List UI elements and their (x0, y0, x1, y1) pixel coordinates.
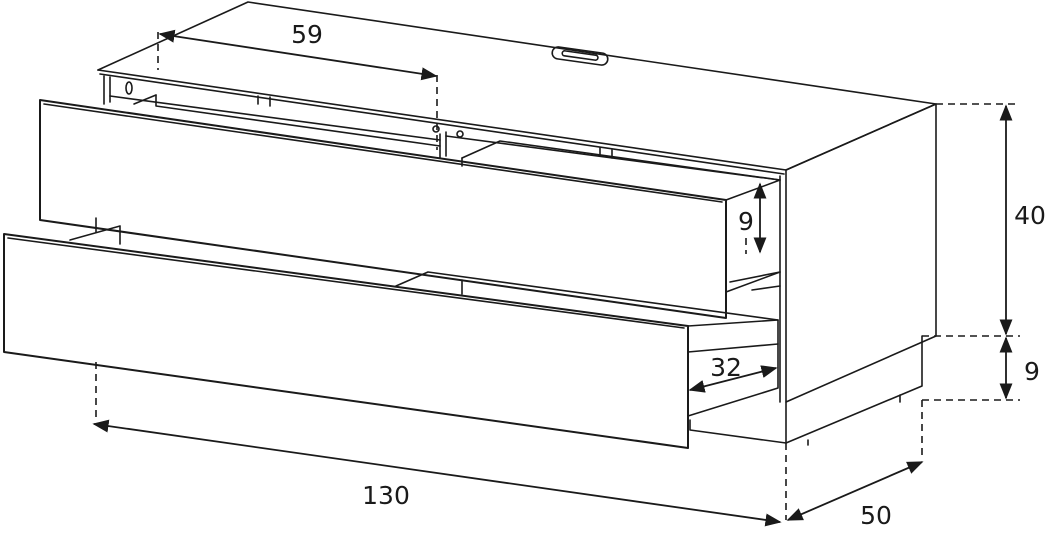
label-top-drawer-width: 59 (291, 20, 323, 49)
dimension-labels: 59 9 40 9 32 130 50 (291, 20, 1046, 530)
dimension-lines (92, 29, 1013, 527)
label-cabinet-height: 40 (1014, 201, 1046, 230)
label-plinth-height: 9 (1024, 357, 1040, 386)
cabinet-top (97, 1, 937, 175)
cable-outlet (551, 46, 609, 66)
width-130-dimension-line (92, 419, 782, 527)
cabinet-interior (103, 75, 781, 291)
lower-drawer (3, 225, 779, 449)
drawer-depth-dimension-line (688, 365, 778, 393)
cabinet-plinth (95, 217, 923, 446)
label-drawer-front-height: 9 (738, 207, 754, 236)
label-drawer-depth: 32 (710, 353, 742, 382)
depth-50-dimension-line (786, 461, 924, 521)
width-59-dimension-line (158, 29, 438, 81)
cabinet-side-panel (779, 103, 937, 403)
label-total-width: 130 (362, 481, 410, 510)
label-total-depth: 50 (860, 501, 892, 530)
extension-lines (95, 32, 1020, 520)
upper-drawer (39, 94, 781, 319)
